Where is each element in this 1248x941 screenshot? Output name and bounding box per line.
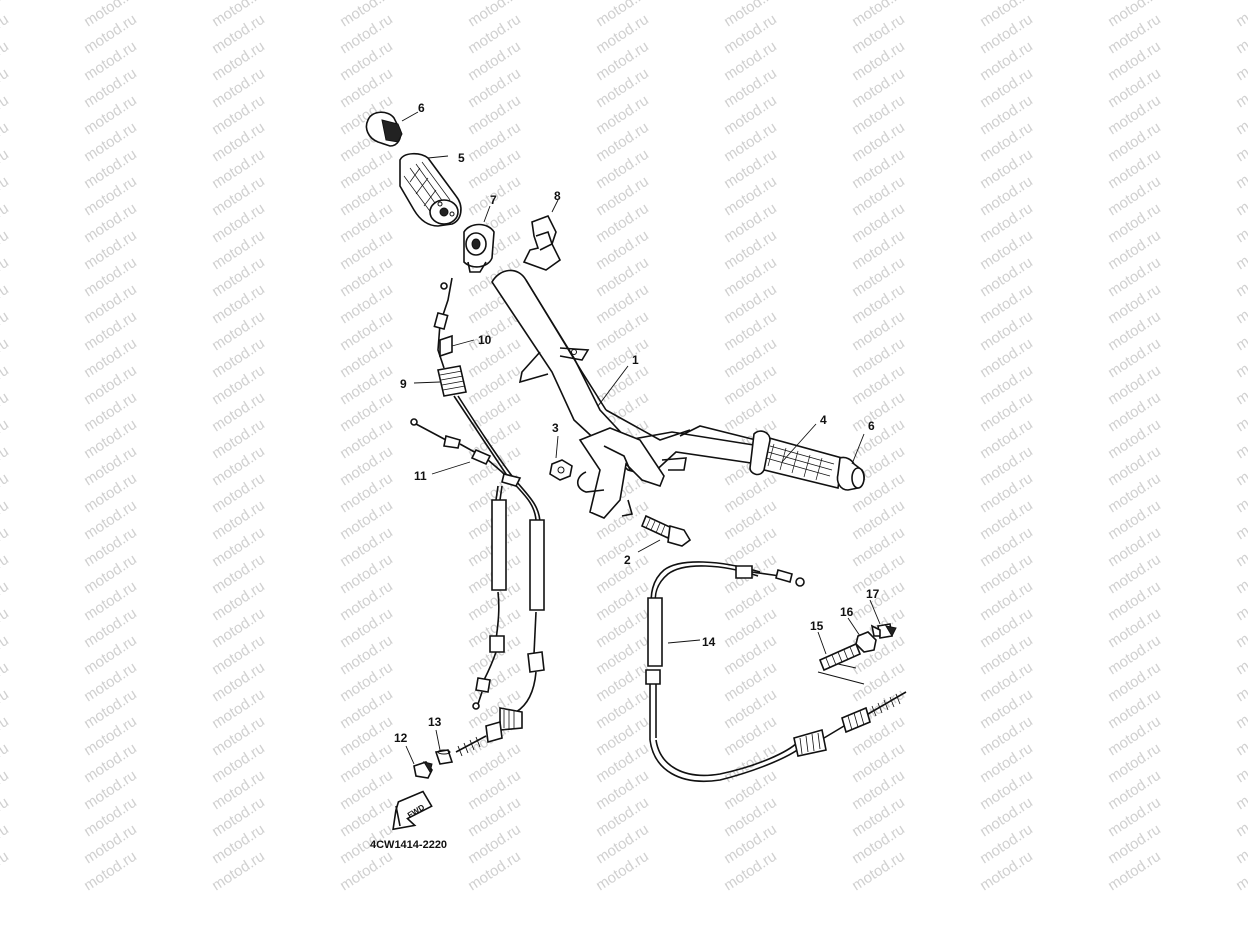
nut-13: [434, 749, 454, 765]
callout-14: 14: [702, 635, 716, 649]
handlebar: [491, 269, 761, 519]
wing-nut-12: [413, 761, 433, 779]
right-grip: [749, 430, 865, 491]
callout-16: 16: [840, 605, 854, 619]
diagram-code: 4CW1414-2220: [370, 839, 447, 851]
adjuster-15: [818, 642, 862, 672]
nut: [549, 459, 573, 481]
callout-2: 2: [624, 553, 631, 567]
callout-12: 12: [394, 731, 408, 745]
throttle-housing: [463, 223, 495, 273]
callout-9: 9: [400, 377, 407, 391]
watermark-text: motod.ru: [1233, 0, 1248, 3]
fwd-arrow: FWD: [392, 790, 433, 831]
callout-15: 15: [810, 619, 824, 633]
wing-nut-17: [870, 623, 897, 639]
callout-6b: 6: [868, 419, 875, 433]
bolt: [640, 514, 692, 547]
callout-4: 4: [820, 413, 827, 427]
callouts: 1 2 3 4 5 6 6 7 8 9 10 11 12 13 14 15 16…: [394, 101, 880, 745]
callout-1: 1: [632, 353, 639, 367]
clamp-bracket: [522, 214, 562, 271]
watermark-text: motod.ru: [0, 848, 12, 895]
cable-11: [410, 418, 522, 710]
callout-6a: 6: [418, 101, 425, 115]
callout-13: 13: [428, 715, 442, 729]
left-grip-end: [365, 111, 403, 147]
brake-cable: [645, 561, 907, 782]
watermark-text: motod.ru: [1233, 0, 1248, 30]
callout-5: 5: [458, 151, 465, 165]
callout-10: 10: [478, 333, 492, 347]
callout-7: 7: [490, 193, 497, 207]
left-grip: [399, 152, 462, 227]
callout-17: 17: [866, 587, 880, 601]
callout-8: 8: [554, 189, 561, 203]
callout-11: 11: [414, 469, 427, 483]
leader-lines: [401, 111, 881, 765]
callout-3: 3: [552, 421, 559, 435]
nut-16: [855, 631, 877, 653]
